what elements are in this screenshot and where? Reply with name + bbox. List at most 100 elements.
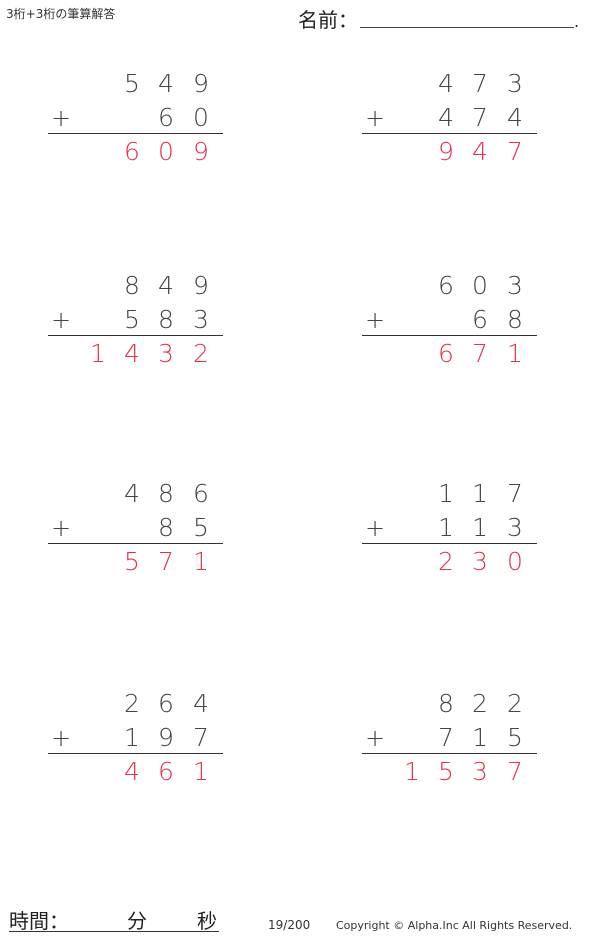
- sum-rule-line: [48, 753, 223, 754]
- bottom-operand-digit: 7: [472, 103, 488, 132]
- bottom-operand-digit: 4: [438, 103, 454, 132]
- answer-digit: 1: [90, 339, 106, 368]
- answer-digit: 0: [507, 547, 523, 576]
- answer-digit: 3: [158, 339, 174, 368]
- top-operand-digit: 2: [507, 689, 523, 718]
- answer-digit: 1: [193, 757, 209, 786]
- answer-digit: 1: [507, 339, 523, 368]
- answer-digit: 4: [124, 339, 140, 368]
- answer-digit: 9: [193, 137, 209, 166]
- top-operand-digit: 4: [438, 69, 454, 98]
- bottom-operand-digit: 1: [124, 723, 140, 752]
- sum-rule-line: [362, 543, 537, 544]
- bottom-operand-digit: 5: [507, 723, 523, 752]
- plus-operator: +: [50, 306, 72, 334]
- plus-operator: +: [364, 724, 386, 752]
- minutes-label: 分: [127, 909, 147, 933]
- plus-operator: +: [50, 724, 72, 752]
- bottom-operand-digit: 5: [193, 513, 209, 542]
- sum-rule-line: [48, 133, 223, 134]
- top-operand-digit: 9: [193, 271, 209, 300]
- bottom-operand-digit: 1: [472, 723, 488, 752]
- bottom-operand-digit: 8: [158, 513, 174, 542]
- answer-digit: 7: [472, 339, 488, 368]
- top-operand-digit: 7: [472, 69, 488, 98]
- worksheet-title: 3桁+3桁の筆算解答: [6, 7, 116, 21]
- answer-digit: 0: [158, 137, 174, 166]
- time-field[interactable]: 時間： 分 秒: [9, 905, 219, 933]
- top-operand-digit: 4: [158, 271, 174, 300]
- answer-digit: 2: [193, 339, 209, 368]
- top-operand-digit: 2: [124, 689, 140, 718]
- top-operand-digit: 1: [438, 479, 454, 508]
- answer-digit: 6: [438, 339, 454, 368]
- name-end-mark: .: [574, 12, 580, 31]
- answer-digit: 4: [124, 757, 140, 786]
- plus-operator: +: [364, 306, 386, 334]
- top-operand-digit: 4: [193, 689, 209, 718]
- top-operand-digit: 6: [193, 479, 209, 508]
- plus-operator: +: [50, 104, 72, 132]
- top-operand-digit: 7: [507, 479, 523, 508]
- sum-rule-line: [48, 335, 223, 336]
- answer-digit: 2: [438, 547, 454, 576]
- answer-digit: 9: [438, 137, 454, 166]
- top-operand-digit: 8: [158, 479, 174, 508]
- seconds-label: 秒: [197, 909, 217, 933]
- answer-digit: 3: [472, 547, 488, 576]
- plus-operator: +: [50, 514, 72, 542]
- top-operand-digit: 4: [124, 479, 140, 508]
- name-field[interactable]: [360, 27, 574, 28]
- answer-digit: 5: [438, 757, 454, 786]
- top-operand-digit: 2: [472, 689, 488, 718]
- bottom-operand-digit: 3: [193, 305, 209, 334]
- sum-rule-line: [362, 133, 537, 134]
- top-operand-digit: 9: [193, 69, 209, 98]
- answer-digit: 7: [507, 137, 523, 166]
- top-operand-digit: 0: [472, 271, 488, 300]
- bottom-operand-digit: 5: [124, 305, 140, 334]
- time-label: 時間：: [9, 909, 69, 933]
- top-operand-digit: 1: [472, 479, 488, 508]
- answer-digit: 1: [404, 757, 420, 786]
- top-operand-digit: 3: [507, 271, 523, 300]
- bottom-operand-digit: 1: [438, 513, 454, 542]
- bottom-operand-digit: 1: [472, 513, 488, 542]
- name-label: 名前：: [298, 8, 358, 32]
- top-operand-digit: 6: [158, 689, 174, 718]
- sum-rule-line: [362, 335, 537, 336]
- bottom-operand-digit: 4: [507, 103, 523, 132]
- answer-digit: 7: [158, 547, 174, 576]
- bottom-operand-digit: 6: [472, 305, 488, 334]
- bottom-operand-digit: 0: [193, 103, 209, 132]
- bottom-operand-digit: 9: [158, 723, 174, 752]
- bottom-operand-digit: 8: [158, 305, 174, 334]
- top-operand-digit: 8: [124, 271, 140, 300]
- sum-rule-line: [362, 753, 537, 754]
- answer-digit: 1: [193, 547, 209, 576]
- answer-digit: 6: [158, 757, 174, 786]
- bottom-operand-digit: 7: [193, 723, 209, 752]
- answer-digit: 7: [507, 757, 523, 786]
- answer-digit: 4: [472, 137, 488, 166]
- top-operand-digit: 8: [438, 689, 454, 718]
- plus-operator: +: [364, 514, 386, 542]
- bottom-operand-digit: 7: [438, 723, 454, 752]
- top-operand-digit: 5: [124, 69, 140, 98]
- top-operand-digit: 3: [507, 69, 523, 98]
- bottom-operand-digit: 8: [507, 305, 523, 334]
- page-number: 19/200: [268, 918, 311, 932]
- answer-digit: 6: [124, 137, 140, 166]
- copyright-text: Copyright © Alpha.Inc All Rights Reserve…: [336, 919, 573, 932]
- answer-digit: 5: [124, 547, 140, 576]
- bottom-operand-digit: 6: [158, 103, 174, 132]
- answer-digit: 3: [472, 757, 488, 786]
